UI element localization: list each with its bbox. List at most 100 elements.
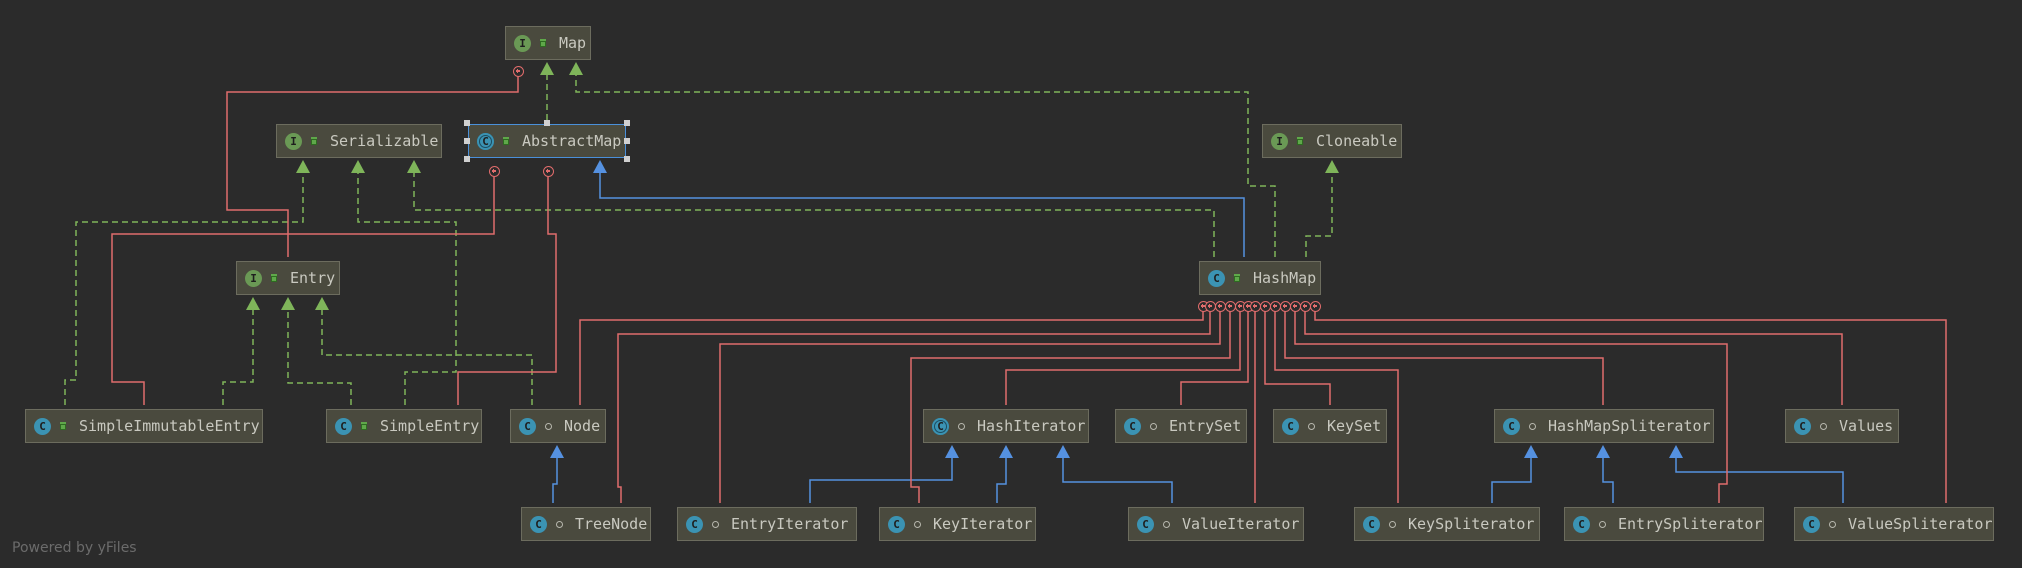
package-private-icon (541, 419, 555, 433)
node-label: Serializable (330, 132, 439, 150)
implements-arrowhead-icon (351, 160, 365, 173)
class-icon: C (530, 515, 547, 533)
package-private-icon (910, 517, 924, 531)
implements-arrowhead-icon (569, 62, 583, 75)
selection-handle[interactable] (624, 138, 630, 144)
node-label: TreeNode (575, 515, 648, 533)
inner-class-edge (226, 71, 519, 257)
class-icon: C (1137, 515, 1154, 533)
inner-class-edge (1304, 306, 1843, 405)
abstract-class-icon: C (932, 417, 949, 435)
public-lock-icon (307, 134, 321, 148)
abstract-class-icon: C (477, 132, 494, 150)
extends-edge (1062, 447, 1173, 503)
node-abstract-map[interactable]: C AbstractMap (468, 124, 626, 158)
package-private-icon (1825, 517, 1839, 531)
extends-arrowhead-icon (593, 160, 607, 173)
node-serializable[interactable]: I Serializable (276, 124, 442, 158)
package-private-icon (1146, 419, 1160, 433)
node-value-iterator[interactable]: C ValueIterator (1128, 507, 1304, 541)
powered-by-footer: Powered by yFiles (12, 540, 137, 556)
class-icon: C (1803, 515, 1820, 533)
node-label: EntryIterator (731, 515, 849, 533)
class-icon: C (1282, 417, 1299, 435)
public-lock-icon (267, 271, 281, 285)
node-label: KeySpliterator (1408, 515, 1535, 533)
implements-edge (222, 299, 254, 405)
extends-arrowhead-icon (1669, 445, 1683, 458)
inner-class-edge (1180, 306, 1249, 405)
node-tree-node[interactable]: C TreeNode (521, 507, 651, 541)
implements-arrowhead-icon (407, 160, 421, 173)
selection-handle[interactable] (544, 120, 550, 126)
implements-edge (357, 162, 457, 405)
implements-arrowhead-icon (281, 297, 295, 310)
selection-handle[interactable] (464, 120, 470, 126)
extends-arrowhead-icon (550, 445, 564, 458)
node-label: EntrySet (1169, 417, 1242, 435)
selection-handle[interactable] (624, 120, 630, 126)
node-label: ValueIterator (1182, 515, 1300, 533)
extends-edge (552, 447, 558, 503)
extends-arrowhead-icon (1524, 445, 1538, 458)
node-label: SimpleEntry (380, 417, 480, 435)
package-private-icon (1525, 419, 1539, 433)
class-icon: C (1794, 417, 1811, 435)
implements-arrowhead-icon (540, 62, 554, 75)
implements-edge (575, 64, 1276, 257)
inner-class-plus-icon (1249, 300, 1261, 312)
public-lock-icon (357, 419, 371, 433)
inner-class-edge (1284, 306, 1604, 405)
extends-arrowhead-icon (945, 445, 959, 458)
inner-class-plus-icon (488, 165, 500, 177)
package-private-icon (1159, 517, 1173, 531)
node-label: Entry (290, 269, 336, 287)
inner-class-edge (579, 306, 1204, 405)
class-icon: C (1573, 515, 1590, 533)
package-private-icon (954, 419, 968, 433)
node-label: Node (564, 417, 601, 435)
selection-handle[interactable] (464, 138, 470, 144)
node-map[interactable]: I Map (505, 26, 591, 60)
extends-edge (1491, 447, 1532, 503)
selection-handle[interactable] (464, 156, 470, 162)
class-icon: C (888, 515, 905, 533)
class-icon: C (335, 417, 352, 435)
public-lock-icon (1230, 271, 1244, 285)
extends-arrowhead-icon (1056, 445, 1070, 458)
inner-class-plus-icon (1269, 300, 1281, 312)
extends-arrowhead-icon (1596, 445, 1610, 458)
selection-handle[interactable] (624, 156, 630, 162)
interface-icon: I (285, 132, 302, 150)
implements-arrowhead-icon (315, 297, 329, 310)
inner-class-plus-icon (1204, 300, 1216, 312)
inner-class-plus-icon (1299, 300, 1311, 312)
node-label: HashMap (1253, 269, 1317, 287)
inner-class-edge (617, 306, 1211, 503)
implements-edge (413, 162, 1215, 257)
node-label: Map (559, 34, 587, 52)
inner-class-edge (457, 171, 557, 405)
package-private-icon (708, 517, 722, 531)
node-simple-entry[interactable]: C SimpleEntry (326, 409, 482, 443)
interface-icon: I (514, 34, 531, 52)
inner-class-edge (1294, 306, 1728, 503)
inner-class-edge (1274, 306, 1399, 503)
extends-arrowhead-icon (999, 445, 1013, 458)
node-label: AbstractMap (522, 132, 622, 150)
